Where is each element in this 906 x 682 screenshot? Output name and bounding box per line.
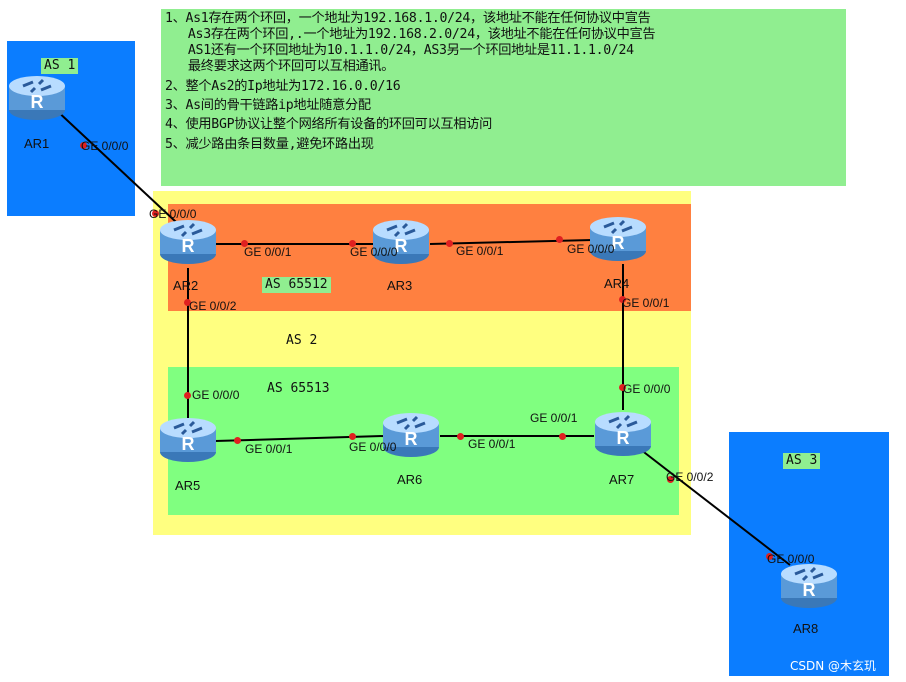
as3-label: AS 3 <box>783 453 821 469</box>
interface-label: GE 0/0/1 <box>244 245 292 259</box>
router-glyph: R <box>612 233 625 253</box>
as1-label: AS 1 <box>41 58 79 74</box>
device-label-ar6: AR6 <box>397 472 423 487</box>
requirement-line: AS1还有一个环回地址为10.1.1.0/24，AS3另一个环回地址是11.1.… <box>165 43 634 58</box>
router-icon[interactable]: R <box>586 211 650 263</box>
interface-label: GE 0/0/0 <box>623 382 671 396</box>
port-ar5-g000 <box>184 392 191 399</box>
device-label-ar5: AR5 <box>175 478 201 493</box>
port-ar4-g001 <box>619 296 626 303</box>
as2-label: AS 2 <box>286 333 318 348</box>
port-ar7-g000 <box>619 384 626 391</box>
port-ar2-g002 <box>184 299 191 306</box>
interface-label: GE 0/0/0 <box>192 388 240 402</box>
router-icon[interactable]: R <box>369 214 433 266</box>
interface-label: GE 0/0/2 <box>189 299 237 313</box>
port-ar5-g001 <box>234 437 241 444</box>
requirement-line: 3、As间的骨干链路ip地址随意分配 <box>165 98 371 113</box>
router-icon[interactable]: R <box>156 412 220 464</box>
router-icon[interactable]: R <box>777 558 841 610</box>
device-label-ar7: AR7 <box>609 472 635 487</box>
port-ar2-g001 <box>241 240 248 247</box>
as65513-label: AS 65513 <box>267 381 330 396</box>
interface-label: GE 0/0/0 <box>350 245 398 259</box>
requirement-line: As3存在两个环回,.一个地址为192.168.2.0/24，该地址不能在任何协… <box>165 27 656 42</box>
interface-label: GE 0/0/1 <box>530 411 578 425</box>
device-label-ar4: AR4 <box>604 276 630 291</box>
interface-label: GE 0/0/0 <box>349 440 397 454</box>
link-ar1-ar2 <box>53 107 177 223</box>
router-glyph: R <box>31 92 44 112</box>
interface-label: GE 0/0/1 <box>468 437 516 451</box>
interface-label: GE 0/0/0 <box>81 139 129 153</box>
router-icon[interactable]: R <box>591 406 655 458</box>
interface-label: GE 0/0/1 <box>622 296 670 310</box>
port-ar4-g000 <box>556 236 563 243</box>
interface-label: GE 0/0/1 <box>456 244 504 258</box>
device-label-ar1: AR1 <box>24 136 50 151</box>
port-ar3-g000 <box>349 240 356 247</box>
port-ar6-g000 <box>349 433 356 440</box>
router-glyph: R <box>405 429 418 449</box>
watermark: CSDN @木玄玑 <box>790 659 877 673</box>
router-icon[interactable]: R <box>5 70 69 122</box>
router-glyph: R <box>803 580 816 600</box>
as65512-label: AS 65512 <box>262 277 331 293</box>
router-glyph: R <box>182 236 195 256</box>
requirement-line: 1、As1存在两个环回，一个地址为192.168.1.0/24，该地址不能在任何… <box>165 11 651 26</box>
interface-label: GE 0/0/0 <box>567 242 615 256</box>
port-ar8-g000 <box>766 553 773 560</box>
link-ar7-ar8 <box>635 445 791 566</box>
requirement-line: 最终要求这两个环回可以互相通讯。 <box>165 59 395 74</box>
requirement-line: 4、使用BGP协议让整个网络所有设备的环回可以互相访问 <box>165 117 492 132</box>
port-ar1-g000 <box>80 142 87 149</box>
requirements-note: 1、As1存在两个环回，一个地址为192.168.1.0/24，该地址不能在任何… <box>161 9 846 186</box>
port-ar3-g001 <box>446 240 453 247</box>
device-label-ar8: AR8 <box>793 621 819 636</box>
router-glyph: R <box>617 428 630 448</box>
link-ar3-ar4 <box>429 239 593 245</box>
interface-label: GE 0/0/1 <box>245 442 293 456</box>
port-ar6-g001 <box>457 433 464 440</box>
router-icon[interactable]: R <box>156 214 220 266</box>
interface-label: GE 0/0/2 <box>666 470 714 484</box>
port-ar2-g000 <box>152 210 159 217</box>
router-glyph: R <box>395 236 408 256</box>
interface-label: GE 0/0/0 <box>767 552 815 566</box>
router-glyph: R <box>182 434 195 454</box>
port-ar7-g002 <box>667 476 674 483</box>
requirement-line: 2、整个As2的Ip地址为172.16.0.0/16 <box>165 79 401 94</box>
device-label-ar2: AR2 <box>173 278 199 293</box>
router-icon[interactable]: R <box>379 407 443 459</box>
as3-region <box>729 432 889 676</box>
device-label-ar3: AR3 <box>387 278 413 293</box>
requirement-line: 5、减少路由条目数量,避免环路出现 <box>165 137 374 152</box>
port-ar7-g001 <box>559 433 566 440</box>
interface-label: GE 0/0/0 <box>149 207 197 221</box>
